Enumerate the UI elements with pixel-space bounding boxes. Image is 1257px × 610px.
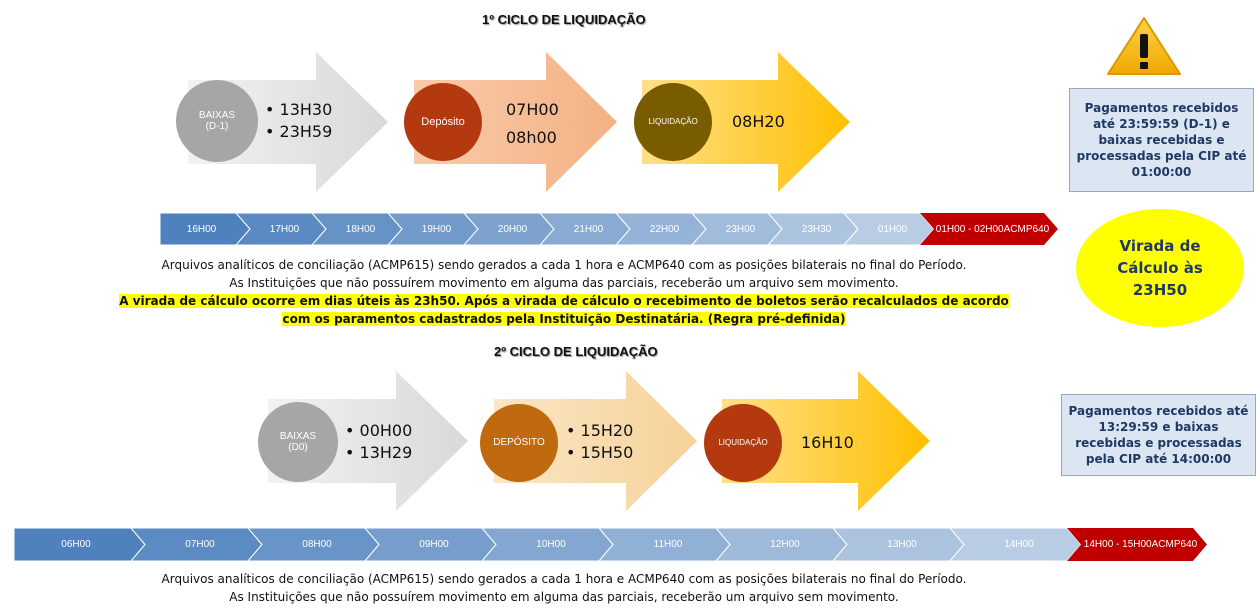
cycle1-timeline-chevron-shape	[388, 213, 478, 245]
cycle1-timeline-time-label: 17H00	[269, 223, 300, 235]
cycle2-baixas-sublabel: (D0)	[288, 442, 308, 453]
cycle1-note-line2: As Instituições que não possuírem movime…	[229, 276, 899, 290]
cycle2-timeline-time-label: 10H00	[536, 539, 566, 550]
cycle1-timeline-chevron-shape	[692, 213, 782, 245]
cycle2-note-line2: As Instituições que não possuírem movime…	[229, 590, 899, 604]
cycle1-deposito-label: Depósito	[421, 115, 465, 128]
cycle1-info-box: Pagamentos recebidos até 23:59:59 (D-1) …	[1069, 88, 1254, 192]
cycle2-deposito-times: 15H20 15H50	[566, 420, 634, 464]
cycle1-baixas-circle: BAIXAS(D-1)	[176, 80, 258, 162]
cycle1-timeline-time-label: 22H00	[649, 223, 680, 235]
cycle1-timeline-time-label: 23H30	[801, 223, 832, 235]
cycle1-timeline-chevron-shape	[312, 213, 402, 245]
cycle2-timeline-chevron-shape	[248, 528, 379, 561]
cycle1-note-line1: Arquivos analíticos de conciliação (ACMP…	[161, 258, 967, 272]
cycle1-timeline-time-label: 01H00	[877, 223, 908, 235]
cycle2-timeline-last-label: 14H00 - 15H00	[1083, 539, 1152, 550]
cycle1-liquidacao-label: LIQUIDAÇÃO	[648, 117, 698, 127]
cycle2-timeline-time-label: 06H00	[61, 539, 91, 550]
cycle2-info-text: Pagamentos recebidos até 13:29:59 e baix…	[1068, 404, 1249, 466]
warning-triangle-icon	[1107, 17, 1181, 75]
cycle1-timeline-chevron-shape	[844, 213, 934, 245]
cycle2-deposito-circle: DEPÓSITO	[480, 404, 558, 482]
cycle1-highlight-line1: A virada de cálculo ocorre em dias úteis…	[119, 294, 1009, 308]
cycle2-baixas-label: BAIXAS	[279, 430, 317, 442]
cycle1-info-text: Pagamentos recebidos até 23:59:59 (D-1) …	[1076, 101, 1247, 179]
cycle2-timeline-chevron-shape	[482, 528, 613, 561]
cycle1-deposito-time: 08h00	[506, 128, 557, 147]
cycle1-liquidacao-circle: LIQUIDAÇÃO	[634, 83, 712, 161]
cycle2-timeline-last-chevron-shape	[1067, 528, 1207, 561]
cycle2-deposito-label: DEPÓSITO	[493, 437, 545, 449]
cycle1-timeline-time-label: 21H00	[573, 223, 604, 235]
cycle2-baixas-time: 13H29	[345, 442, 413, 464]
cycle1-timeline-time-label: 19H00	[421, 223, 452, 235]
cycle2-deposito-time: 15H50	[566, 442, 634, 464]
cycle2-timeline-time-label: 09H00	[419, 539, 449, 550]
cycle2-timeline-time-label: 08H00	[302, 539, 332, 550]
cycle2-baixas-circle: BAIXAS(D0)	[258, 402, 338, 482]
cycle1-liquidacao-times: 08H20	[732, 111, 785, 133]
cycle1-highlight-line1-wrap: A virada de cálculo ocorre em dias úteis…	[108, 292, 1020, 310]
cycle2-timeline-time-label: 07H00	[185, 539, 215, 550]
cycle2-note-line1: Arquivos analíticos de conciliação (ACMP…	[161, 572, 967, 586]
cycle2-liquidacao-time: 16H10	[801, 433, 854, 452]
virada-text: Virada de Cálculo às 23H50	[1117, 237, 1203, 299]
cycle2-timeline-chevron-shape	[131, 528, 262, 561]
cycle2-timeline-chevron-shape	[599, 528, 730, 561]
cycle2-timeline-time-label: 11H00	[653, 539, 683, 550]
cycle1-timeline-chevron-shape	[236, 213, 326, 245]
cycle2-liquidacao-label: LIQUIDAÇÃO	[718, 438, 768, 448]
cycle2-deposito-time: 15H20	[566, 420, 634, 442]
cycle2-info-box: Pagamentos recebidos até 13:29:59 e baix…	[1061, 394, 1256, 476]
cycle1-baixas-label: BAIXAS	[198, 109, 236, 121]
cycle1-baixas-times: 13H30 23H59	[265, 99, 333, 143]
cycle1-timeline-time-label: 20H00	[497, 223, 528, 235]
cycle2-baixas-time: 00H00	[345, 420, 413, 442]
cycle1-timeline-last-chevron-shape	[920, 213, 1058, 245]
cycle1-timeline-chevron-shape	[540, 213, 630, 245]
cycle2-timeline-time-label: 13H00	[887, 539, 917, 550]
cycle1-timeline-last-label: 01H00 - 02H00	[935, 223, 1004, 235]
cycle1-highlight-line2: com os paramentos cadastrados pela Insti…	[282, 312, 846, 326]
cycle2-liquidacao-circle: LIQUIDAÇÃO	[704, 404, 782, 482]
cycle1-timeline-chevron-shape	[768, 213, 858, 245]
cycle2-timeline-time-label: 14H00	[1004, 539, 1034, 550]
cycle2-timeline-chevron-shape	[833, 528, 964, 561]
cycle2-timeline-chevron-shape	[950, 528, 1081, 561]
cycle2-timeline-chevron-shape	[365, 528, 496, 561]
cycle1-timeline-time-label: 18H00	[345, 223, 376, 235]
cycle1-deposito-time: 07H00	[506, 100, 559, 119]
cycle2-timeline-chevron-shape	[716, 528, 847, 561]
cycle1-timeline-last-sublabel: ACMP640	[1003, 223, 1050, 235]
cycle2-timeline-last-sublabel: ACMP640	[1151, 539, 1198, 550]
cycle1-timeline-chevron-shape	[616, 213, 706, 245]
cycle1-title: 1º CICLO DE LIQUIDAÇÃO	[482, 12, 646, 27]
cycle1-deposito-times: 07H00 08h00	[506, 96, 559, 152]
cycle1-liquidacao-arrow	[642, 52, 850, 192]
cycle2-baixas-times: 00H00 13H29	[345, 420, 413, 464]
cycle1-baixas-time: 13H30	[265, 99, 333, 121]
cycle1-highlight-line2-wrap: com os paramentos cadastrados pela Insti…	[108, 310, 1020, 328]
virada-circle: Virada de Cálculo às 23H50	[1076, 209, 1244, 327]
cycle1-timeline-chevron-shape	[464, 213, 554, 245]
cycle1-liquidacao-time: 08H20	[732, 112, 785, 131]
cycle2-liquidacao-times: 16H10	[801, 432, 854, 454]
cycle2-liquidacao-arrow	[722, 371, 930, 511]
cycle1-timeline-time-label: 23H00	[725, 223, 756, 235]
cycle1-deposito-arrow	[414, 52, 617, 192]
cycle2-timeline-time-label: 12H00	[770, 539, 800, 550]
cycle2-title: 2º CICLO DE LIQUIDAÇÃO	[494, 344, 658, 359]
cycle1-timeline-time-label: 16H00	[186, 223, 217, 235]
cycle1-baixas-sublabel: (D-1)	[205, 121, 229, 132]
cycle1-baixas-time: 23H59	[265, 121, 333, 143]
cycle1-timeline-chevron-shape	[160, 213, 250, 245]
cycle1-deposito-circle: Depósito	[404, 83, 482, 161]
cycle2-timeline-chevron-shape	[14, 528, 145, 561]
